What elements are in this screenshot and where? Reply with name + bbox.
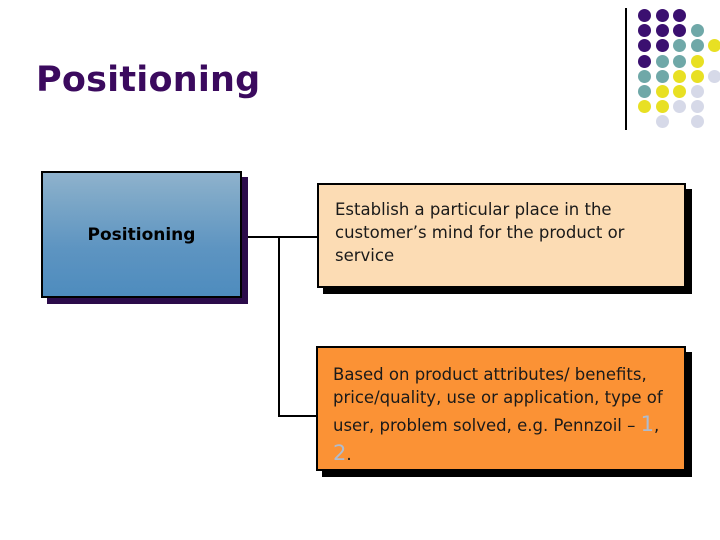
motif-dot (655, 100, 669, 114)
connector-line-vertical (278, 236, 280, 417)
motif-dot (655, 54, 669, 68)
motif-dot (638, 39, 651, 53)
motif-dot (708, 39, 720, 53)
motif-dot (690, 54, 704, 68)
motif-dot (673, 85, 686, 98)
motif-dot (655, 69, 669, 83)
motif-dot (655, 39, 669, 53)
branch-box-basis: Based on product attributes/ benefits, p… (316, 346, 686, 471)
vertical-rule (625, 8, 627, 130)
reference-end-punctuation: . (346, 444, 352, 464)
motif-dot (673, 69, 686, 83)
motif-dot (708, 69, 720, 83)
motif-dot (655, 85, 669, 98)
motif-dot (655, 115, 669, 129)
motif-dot (638, 24, 651, 38)
branch-box-definition-text: Establish a particular place in the cust… (335, 200, 625, 265)
root-box: Positioning (41, 171, 242, 298)
motif-dot (673, 39, 686, 53)
root-box-label: Positioning (87, 224, 196, 245)
motif-dot (690, 100, 704, 114)
connector-line-horizontal-branch-2 (278, 415, 319, 417)
motif-dot (673, 54, 686, 68)
motif-dot (638, 69, 651, 83)
motif-dot (690, 39, 704, 53)
motif-dot (690, 85, 704, 98)
decorative-dot-motif (625, 6, 720, 130)
motif-dot (655, 24, 669, 38)
page-title: Positioning (36, 60, 261, 100)
reference-number-2: 2 (333, 440, 347, 465)
motif-dot (638, 85, 651, 98)
motif-dot (690, 69, 704, 83)
branch-box-basis-text: Based on product attributes/ benefits, p… (333, 364, 672, 467)
reference-separator: , (653, 415, 660, 435)
motif-dot (638, 100, 651, 114)
motif-dot (673, 24, 686, 38)
branch-box-basis-text-main: Based on product attributes/ benefits, p… (333, 365, 663, 435)
motif-dot (655, 9, 669, 22)
motif-dot (638, 9, 651, 22)
motif-dot (690, 24, 704, 38)
connector-line-horizontal-root (241, 236, 319, 238)
motif-dot (690, 115, 704, 129)
motif-dot (638, 54, 651, 68)
motif-dot (673, 100, 686, 114)
motif-dot (673, 9, 686, 22)
branch-box-definition: Establish a particular place in the cust… (317, 183, 686, 288)
reference-number-1: 1 (640, 411, 654, 436)
